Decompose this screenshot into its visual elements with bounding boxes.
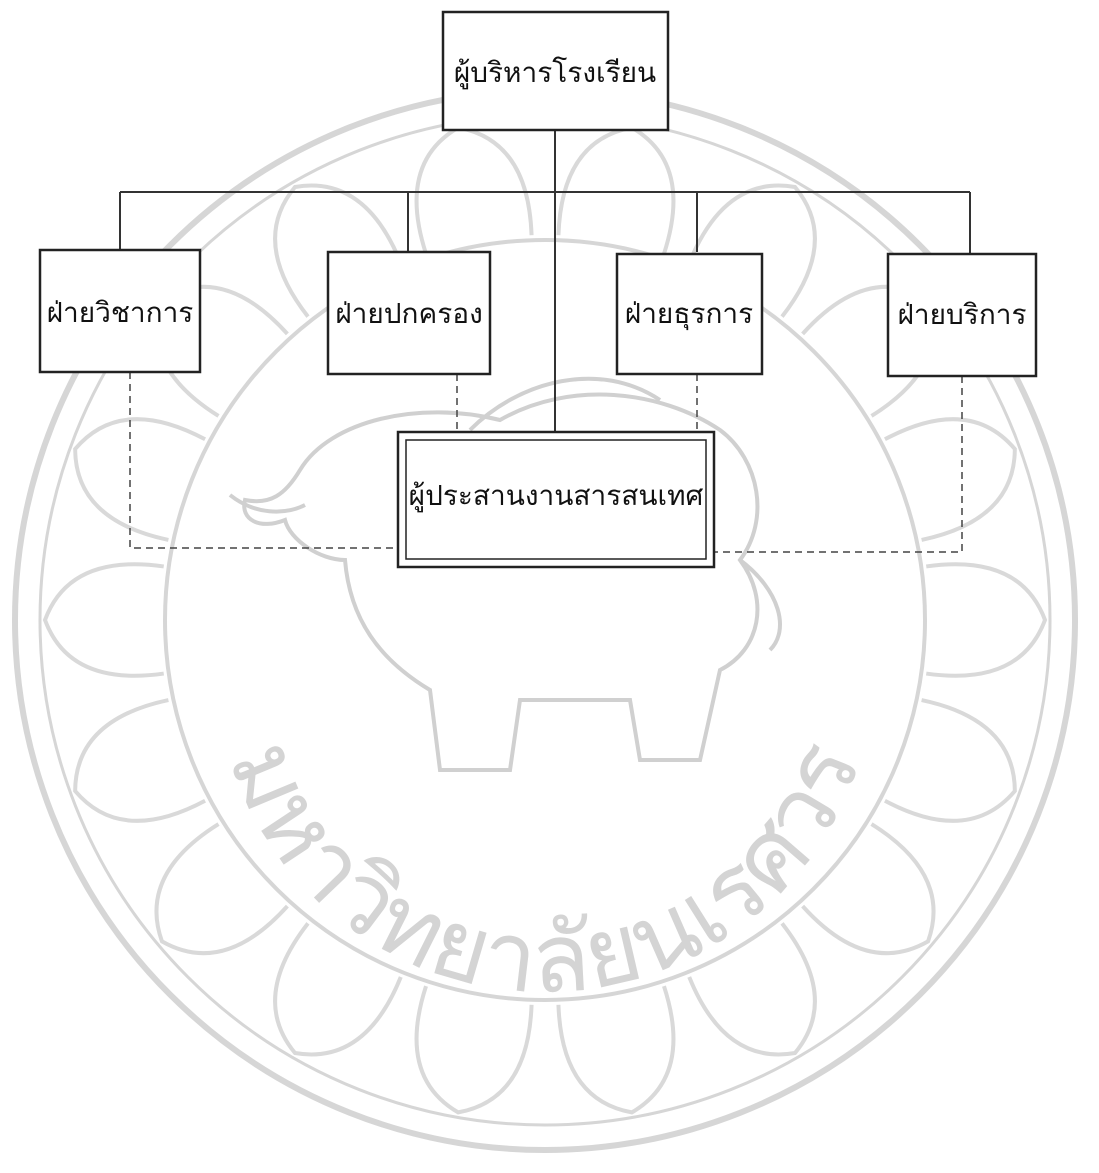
lotus-petal: [687, 183, 817, 318]
lotus-petal: [73, 417, 207, 542]
dashed-link-academic: [129, 372, 398, 549]
lotus-petal: [73, 698, 207, 823]
lotus-petal: [414, 985, 534, 1115]
lotus-petal: [883, 698, 1017, 823]
lotus-petal: [556, 985, 676, 1115]
node-label-information-coordinator: ผู้ประสานงานสารสนเทศ: [409, 479, 704, 513]
lotus-petal: [883, 417, 1017, 542]
dashed-link-service: [714, 376, 963, 553]
node-label-services: ฝ่ายบริการ: [897, 298, 1026, 331]
node-student-discipline: ฝ่ายปกครอง: [326, 250, 492, 376]
lotus-petal: [273, 183, 403, 318]
node-information-coordinator: ผู้ประสานงานสารสนเทศ: [396, 430, 716, 569]
node-general-administration: ฝ่ายธุรการ: [615, 252, 764, 376]
lotus-petal: [801, 822, 936, 956]
seal-core-ring: [163, 238, 927, 1002]
lotus-petal: [273, 922, 403, 1057]
lotus-petal: [154, 822, 289, 956]
lotus-petal: [42, 562, 165, 678]
node-school-administrator: ผู้บริหารโรงเรียน: [441, 10, 670, 132]
node-academic-affairs: ฝ่ายวิชาการ: [38, 248, 202, 374]
lotus-petal: [687, 922, 817, 1057]
node-label-academic-affairs: ฝ่ายวิชาการ: [47, 296, 194, 329]
node-label-school-administrator: ผู้บริหารโรงเรียน: [454, 56, 656, 90]
node-services: ฝ่ายบริการ: [886, 252, 1038, 378]
node-label-student-discipline: ฝ่ายปกครอง: [335, 297, 483, 330]
lotus-petal: [925, 562, 1048, 678]
node-label-general-administration: ฝ่ายธุรการ: [625, 297, 753, 331]
